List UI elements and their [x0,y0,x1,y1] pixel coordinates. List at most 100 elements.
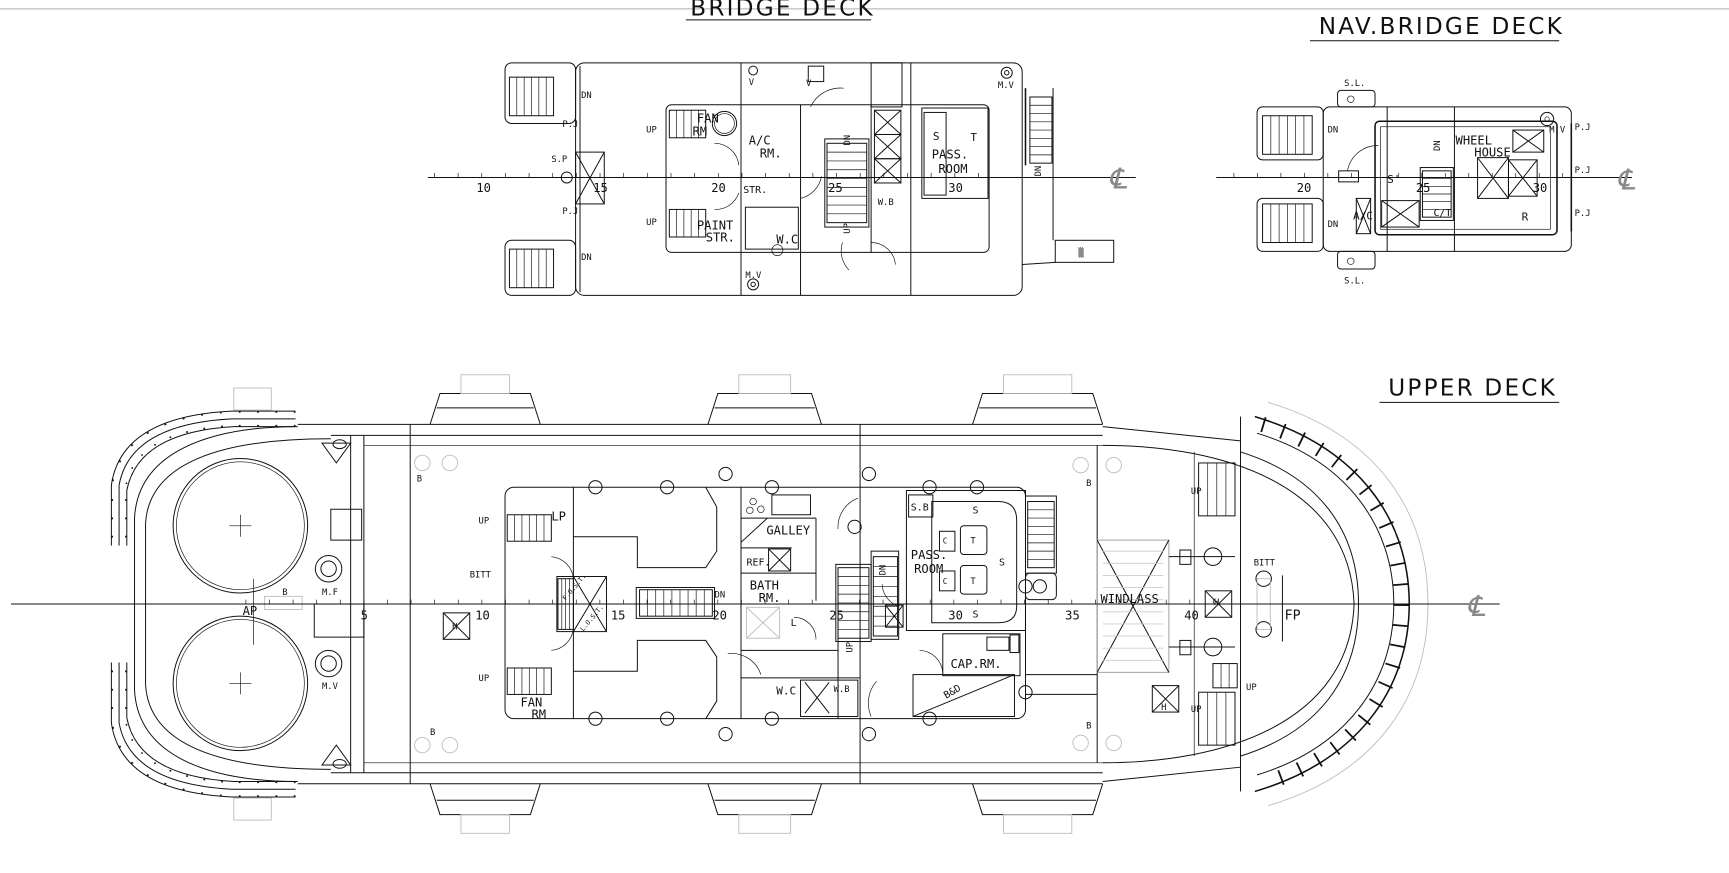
drawing-label: WINDLASS [1100,592,1158,606]
drawing-label: STR. [743,185,767,196]
drawing-label: UP [1191,705,1202,715]
pillars [588,466,1033,742]
hatch-h [442,612,471,640]
drawing-label: UP [845,642,855,653]
side-fender [972,783,1104,816]
drawing-label: A/C [749,133,771,147]
drawing-label: S.L. [1344,276,1365,286]
drawing-label: PASS. [911,548,947,562]
pillar [588,480,603,495]
centerline-symbol: ℄ [1108,161,1127,195]
frame-number: 20 [712,608,727,622]
drawing-label: W.C [776,684,796,697]
nav-stairs [1262,115,1452,243]
drawing-label: C/T [1433,208,1451,219]
nav-bridge-deck-title-text: NAV.BRIDGE DECK [1319,14,1564,40]
side-fenders [233,374,1122,834]
hatch-box [1355,197,1372,235]
drawing-label: DN [843,135,853,146]
nav-consoles [1355,129,1545,235]
drawing-label: PAINT [697,218,734,232]
drawing-label: H [1214,598,1219,608]
side-fender [429,783,541,816]
drawing-label: B&D [942,683,963,701]
drawing-label: S.L. [1344,79,1365,89]
side-fender [707,393,822,425]
drawing-label: DN [581,91,592,101]
bollard [1105,457,1122,474]
drawing-label: B [1086,479,1091,489]
drawing-label: BITT [470,571,492,581]
pillar [660,480,675,495]
frame-number: 40 [1184,608,1199,622]
frame-ticks [245,599,1214,605]
drawing-label: P.J [1575,123,1591,133]
locker-box [873,158,902,184]
drawing-label: B [282,588,287,598]
drawing-label: V [806,79,812,89]
centerline-symbol: ℄ [1617,163,1636,197]
drawing-label: BITT [1254,558,1276,568]
drawing-label: DN [1328,125,1339,135]
door-pillar [861,466,877,482]
drawing-label: S' [1387,173,1400,186]
nav-bridge-deck-title: NAV.BRIDGE DECK [1309,14,1564,42]
stair [1212,663,1238,689]
hatch-h [1151,685,1180,713]
upper-deck-title: UPPER DECK [1379,376,1560,403]
drawing-label: HOUSE [1474,146,1510,160]
frame-number: 10 [476,181,491,195]
frame-number: 5 [361,608,368,622]
frame-number: 35 [1065,608,1080,622]
drawing-label: H [1161,703,1166,713]
drawing-label: REF. [747,557,771,568]
frame-number: 10 [475,608,490,622]
pillar [1018,685,1033,700]
drawing-label: CAP.RM. [951,657,1002,671]
windlass [1096,539,1170,673]
pillar [588,711,603,726]
pillar [969,480,985,495]
frame-number: 30 [948,608,963,622]
stair [826,142,868,224]
bollard [1072,734,1089,752]
drawing-label: DN [878,565,888,576]
frame-number: 25 [1416,181,1431,195]
drawing-label: W.B [834,685,850,695]
drawing-label: RM [692,125,707,139]
drawing-label: M.V [745,271,762,281]
pillar [922,480,937,495]
door-pillar [718,466,733,482]
drawing-label: FP [1285,608,1301,623]
drawing-label: C [943,536,948,545]
frame-number: 15 [611,608,626,622]
drawing-label: UP [1246,683,1257,693]
bridge-deck-title: BRIDGE DECK [685,0,873,21]
drawing-label: S [999,557,1005,568]
drawing-label: ROOM [938,162,967,176]
drawing-label: S.B [911,502,929,513]
drawing-label: FAN [697,111,719,125]
drawing-label: T [970,536,976,546]
drawing-label: UP [843,223,853,234]
bollard [441,454,459,472]
side-fender [429,393,541,425]
drawing-label: R [1522,210,1529,223]
hatch-box [1507,159,1538,197]
frame-number: 30 [1533,181,1548,195]
drawing-label: RM [531,708,546,722]
drawing-label: H [452,622,457,632]
drawing-label: DN [1034,166,1044,177]
bollard [1105,734,1122,752]
hatch-box [1381,200,1420,228]
windlass-detail [1102,550,1164,661]
drawing-label: S [973,506,979,517]
drawing-label: W.C [776,233,798,247]
drawing-label: M.V [1549,125,1566,135]
stern-fenders [110,410,296,798]
drawing-label: AP [243,604,258,618]
drawing-label: V [749,78,755,88]
pillar [660,711,675,726]
drawing-label: C [943,577,948,586]
drawing-label: S [933,130,940,143]
